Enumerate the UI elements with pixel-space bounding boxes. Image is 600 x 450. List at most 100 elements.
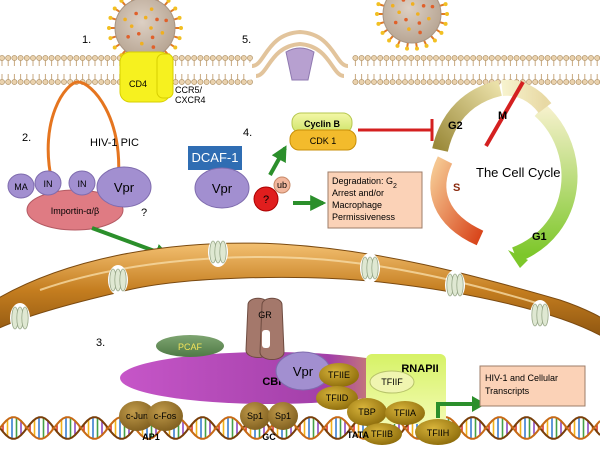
lipid-head xyxy=(569,55,576,61)
lipid-head xyxy=(513,55,520,61)
tfiih-label: TFIIH xyxy=(427,428,450,438)
spike-tip xyxy=(108,36,113,41)
unknown-target xyxy=(253,186,279,212)
sp1-b xyxy=(268,402,298,430)
lipid-head xyxy=(532,79,539,85)
lipid-head xyxy=(5,55,12,61)
spike-tip xyxy=(112,45,117,50)
virion-particle xyxy=(401,0,406,2)
lipid-head xyxy=(92,79,98,85)
g1-phase-arc xyxy=(511,104,578,263)
gr-label: GR xyxy=(258,310,272,320)
pcaf-label: PCAF xyxy=(178,342,203,352)
g2-label: G2 xyxy=(448,120,463,132)
spike-tip xyxy=(108,15,113,20)
lipid-head xyxy=(197,79,204,85)
lipid-head xyxy=(464,79,470,85)
vpr-dcaf-label: Vpr xyxy=(212,181,233,196)
lipid-head xyxy=(61,55,67,61)
spike-tip xyxy=(395,43,400,48)
gc-box-label: GC xyxy=(262,432,276,442)
nuclear-membrane xyxy=(0,242,600,336)
lipid-head xyxy=(445,55,452,61)
dcaf1-label: DCAF-1 xyxy=(192,150,239,165)
lipid-head xyxy=(203,79,210,85)
ap1-label: AP1 xyxy=(142,432,160,442)
lipid-head xyxy=(178,79,185,85)
lipid-head xyxy=(507,55,514,61)
tfiia-label: TFIIA xyxy=(394,408,416,418)
lipid-head xyxy=(364,55,371,61)
step-4-label: 4. xyxy=(243,127,252,139)
lipid-head xyxy=(358,55,365,61)
lipid-head xyxy=(11,79,18,85)
c-jun-label: c-Jun xyxy=(126,411,148,421)
spike-tip xyxy=(443,21,448,26)
lipid-head xyxy=(216,55,222,61)
ub-label: ub xyxy=(277,180,287,190)
lipid-head xyxy=(594,55,600,61)
tfiid xyxy=(316,386,358,410)
degradation-line-4: Permissiveness xyxy=(332,212,396,222)
ma-protein xyxy=(7,173,35,199)
lipid-head xyxy=(92,55,98,61)
nuclear-pore-subunit xyxy=(119,268,127,292)
vpr-transcription-label: Vpr xyxy=(293,364,314,379)
virion-particle xyxy=(139,41,144,46)
lipid-head xyxy=(240,79,247,85)
tfiib xyxy=(362,423,402,445)
virion-particle xyxy=(134,11,138,16)
virion-particle xyxy=(149,7,154,11)
lipid-head xyxy=(234,79,241,85)
virion-particle xyxy=(416,12,420,16)
lipid-head xyxy=(247,79,253,85)
lipid-head xyxy=(445,79,452,85)
lipid-head xyxy=(476,79,483,85)
step-1-label: 1. xyxy=(82,34,91,46)
pic-question-mark: ? xyxy=(141,207,147,219)
lipid-head xyxy=(439,79,446,85)
tata-box-label: TATA xyxy=(347,430,369,440)
lipid-head xyxy=(414,79,421,85)
virion-particle xyxy=(410,2,415,6)
transcripts-line-1: HIV-1 and Cellular xyxy=(485,373,558,383)
lipid-head xyxy=(588,55,594,61)
lipid-head xyxy=(352,55,359,61)
degradation-text: Degradation: G2 Arrest and/or Macrophage… xyxy=(332,176,399,222)
importin-label: Importin-α/β xyxy=(51,206,99,216)
lipid-head xyxy=(185,79,191,85)
step-2-label: 2. xyxy=(22,132,31,144)
nuclear-envelope xyxy=(0,237,600,336)
cell-cycle-title: The Cell Cycle xyxy=(476,165,561,180)
lipid-head xyxy=(104,79,111,85)
degradation-line-3: Macrophage xyxy=(332,200,382,210)
lipid-head xyxy=(61,79,67,85)
spike-tip xyxy=(445,12,449,16)
lipid-head xyxy=(482,55,489,61)
s-phase-arc xyxy=(430,156,484,246)
dna-double-helix xyxy=(0,416,600,440)
m-label: M xyxy=(498,110,507,122)
virion-particle xyxy=(129,24,134,28)
arrow-to-cdk1 xyxy=(268,145,287,176)
lipid-head xyxy=(588,79,594,85)
lipid-head xyxy=(420,79,427,85)
virion-particle xyxy=(407,27,411,31)
degradation-box xyxy=(327,171,423,229)
tfiie-label: TFIIE xyxy=(328,370,350,380)
virion-particle xyxy=(427,16,431,21)
in-label-2: IN xyxy=(78,179,87,189)
integrase-2 xyxy=(68,170,96,196)
transcription-start-arrow xyxy=(436,402,474,418)
lipid-head xyxy=(557,55,563,61)
nuclear-pore-subunit xyxy=(219,240,227,264)
lipid-head xyxy=(228,79,235,85)
lipid-head xyxy=(216,79,222,85)
lipid-head xyxy=(470,55,477,61)
lipid-head xyxy=(476,55,483,61)
tfiia xyxy=(385,401,425,425)
lipid-head xyxy=(563,55,570,61)
lipid-head xyxy=(228,55,235,61)
spike-tip xyxy=(424,43,429,48)
lipid-head xyxy=(358,79,365,85)
